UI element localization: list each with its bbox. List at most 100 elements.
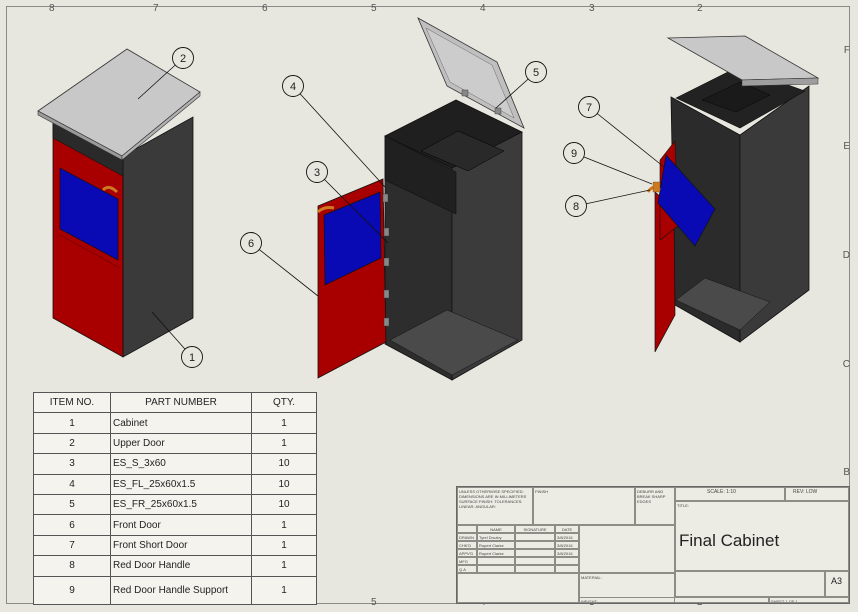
dwg-no-field bbox=[675, 571, 825, 597]
balloon-8: 8 bbox=[565, 189, 651, 217]
role-mfg: MFG bbox=[457, 557, 477, 565]
role-qa: Q.A bbox=[457, 565, 477, 573]
balloon-3: 3 bbox=[306, 161, 389, 244]
zone-top-6: 6 bbox=[262, 3, 268, 14]
bom-item: 1 bbox=[33, 412, 111, 434]
closed-cabinet-view bbox=[37, 48, 201, 358]
bom-header-row: ITEM NO. PART NUMBER QTY. bbox=[33, 391, 317, 414]
bom-header-qty: QTY. bbox=[251, 391, 317, 414]
zone-top-7: 7 bbox=[153, 3, 159, 14]
signature-approved bbox=[515, 549, 555, 557]
sheet-size: A3 bbox=[831, 576, 843, 586]
role-header bbox=[457, 525, 477, 533]
balloon-3-label: 3 bbox=[314, 167, 320, 179]
bom-header-item: ITEM NO. bbox=[33, 391, 111, 414]
bom-qty: 1 bbox=[251, 432, 317, 455]
bom-item: 7 bbox=[33, 534, 111, 557]
table-row: 4 ES_FL_25x60x1.5 10 bbox=[33, 473, 317, 495]
short-door-view bbox=[646, 35, 820, 353]
bom-part: ES_S_3x60 bbox=[110, 453, 252, 475]
balloon-6-label: 6 bbox=[248, 238, 254, 250]
balloon-9: 9 bbox=[563, 142, 653, 185]
table-row: 9 Red Door Handle Support 1 bbox=[33, 575, 317, 605]
role-drawn: DRAWN bbox=[457, 533, 477, 541]
blank-cell bbox=[457, 573, 579, 603]
bom-item: 3 bbox=[33, 453, 111, 475]
table-row: 8 Red Door Handle 1 bbox=[33, 555, 317, 577]
name-header: NAME bbox=[477, 525, 515, 533]
bom-part: Red Door Handle Support bbox=[110, 575, 252, 605]
table-row: 6 Front Door 1 bbox=[33, 514, 317, 536]
balloon-9-label: 9 bbox=[571, 148, 577, 160]
title-block: UNLESS OTHERWISE SPECIFIED: DIMENSIONS A… bbox=[456, 486, 850, 604]
signature-header: SIGNATURE bbox=[515, 525, 555, 533]
table-row: 7 Front Short Door 1 bbox=[33, 534, 317, 557]
sheet-number-field: SHEET 1 OF 1 bbox=[769, 597, 849, 603]
name-mfg bbox=[477, 557, 515, 565]
date-header: DATE bbox=[555, 525, 579, 533]
weight-field: WEIGHT: bbox=[579, 597, 769, 603]
table-row: 3 ES_S_3x60 10 bbox=[33, 453, 317, 475]
bom-item: 4 bbox=[33, 473, 111, 495]
zone-right-C: C bbox=[842, 359, 850, 370]
role-checked: CHK'D bbox=[457, 541, 477, 549]
balloon-1-label: 1 bbox=[189, 352, 195, 364]
bom-part: Upper Door bbox=[110, 432, 252, 455]
table-row: 1 Cabinet 1 bbox=[33, 412, 317, 434]
bom-part: ES_FL_25x60x1.5 bbox=[110, 473, 252, 495]
balloon-7-label: 7 bbox=[586, 102, 592, 114]
notes-area bbox=[579, 525, 675, 573]
bom-qty: 10 bbox=[251, 493, 317, 516]
rev-label: REV: LOW bbox=[793, 489, 818, 495]
signature-checked bbox=[515, 541, 555, 549]
zone-right-B: B bbox=[843, 467, 850, 478]
zone-top-3: 3 bbox=[589, 3, 595, 14]
balloon-8-label: 8 bbox=[573, 201, 579, 213]
name-qa bbox=[477, 565, 515, 573]
scale-label: SCALE: 1:10 bbox=[707, 489, 736, 495]
bom-item: 6 bbox=[33, 514, 111, 536]
zone-right-E: E bbox=[843, 141, 850, 152]
signature-qa bbox=[515, 565, 555, 573]
finish-field: FINISH bbox=[533, 487, 635, 525]
bom-part: Red Door Handle bbox=[110, 555, 252, 577]
size-field bbox=[825, 571, 849, 597]
signature-drawn bbox=[515, 533, 555, 541]
bom-item: 9 bbox=[33, 575, 111, 605]
scale-field: SCALE: 1:10 bbox=[675, 487, 785, 501]
bom-part: ES_FR_25x60x1.5 bbox=[110, 493, 252, 516]
balloon-7: 7 bbox=[578, 96, 665, 168]
bom-qty: 1 bbox=[251, 534, 317, 557]
tolerance-note: UNLESS OTHERWISE SPECIFIED: DIMENSIONS A… bbox=[457, 487, 533, 525]
rev-field: REV: LOW bbox=[785, 487, 849, 501]
zone-top-2: 2 bbox=[697, 3, 703, 14]
name-drawn: Tyrel Druzby bbox=[477, 533, 515, 541]
balloon-1: 1 bbox=[151, 311, 203, 368]
zone-top-8: 8 bbox=[49, 3, 55, 14]
open-cabinet-view bbox=[316, 17, 525, 381]
title-field: TITLE: bbox=[675, 501, 849, 571]
date-checked: 3/8/2016 bbox=[555, 541, 579, 549]
date-drawn: 3/8/2016 bbox=[555, 533, 579, 541]
zone-top-5: 5 bbox=[371, 3, 377, 14]
bom-part: Cabinet bbox=[110, 412, 252, 434]
signature-mfg bbox=[515, 557, 555, 565]
balloon-6: 6 bbox=[240, 232, 319, 297]
name-approved: Rupert Clarke bbox=[477, 549, 515, 557]
bom-qty: 1 bbox=[251, 412, 317, 434]
balloon-2: 2 bbox=[137, 47, 194, 100]
bill-of-materials-table: ITEM NO. PART NUMBER QTY. 1 Cabinet 1 2 … bbox=[33, 391, 317, 605]
drawing-title: Final Cabinet bbox=[679, 531, 780, 550]
bom-header-part: PART NUMBER bbox=[110, 391, 252, 414]
bom-qty: 10 bbox=[251, 453, 317, 475]
balloon-4-label: 4 bbox=[290, 81, 296, 93]
zone-top-4: 4 bbox=[480, 3, 486, 14]
name-checked: Rupert Clarke bbox=[477, 541, 515, 549]
zone-right-F: F bbox=[843, 45, 850, 56]
table-row: 2 Upper Door 1 bbox=[33, 432, 317, 455]
title-label: TITLE: bbox=[677, 503, 690, 508]
bom-qty: 1 bbox=[251, 575, 317, 605]
bom-qty: 10 bbox=[251, 473, 317, 495]
